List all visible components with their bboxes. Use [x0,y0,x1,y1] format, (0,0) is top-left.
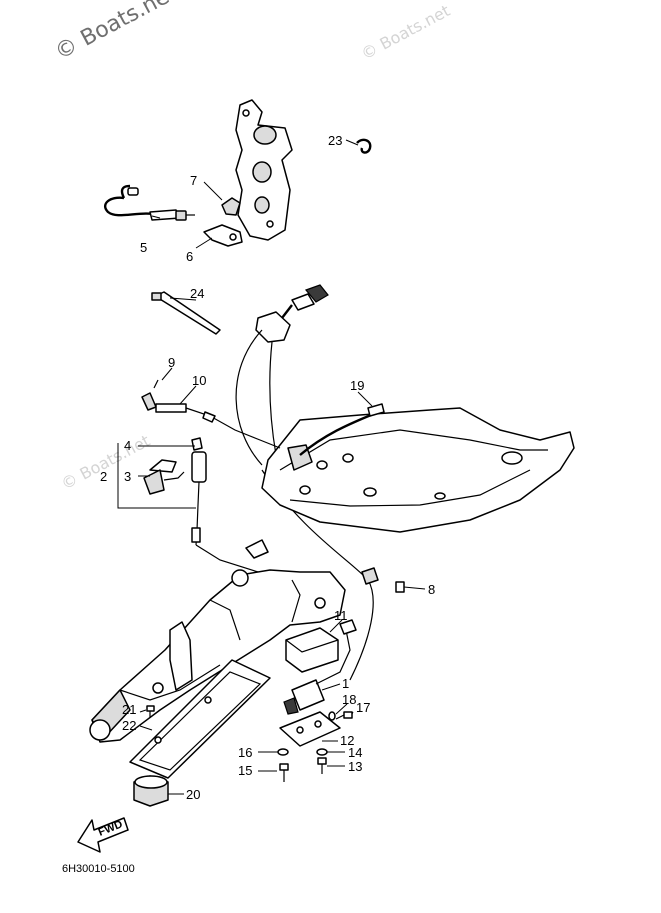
callout-19: 19 [350,378,364,393]
part-11-cover-drawing [285,627,339,673]
part-24-cable-tie-drawing [151,291,221,335]
callout-16: 16 [238,745,252,760]
callout-21: 21 [122,702,136,717]
harness-loop-drawing [235,329,263,466]
part-1-switch-drawing [283,619,357,715]
part-20-cap-drawing [133,775,169,807]
washer-18-drawing [328,711,336,721]
part-19-wire-drawing [299,403,385,456]
watermark-faint-top: © Boats.net [358,1,453,64]
group-bracket-line [117,443,196,509]
steering-bracket-drawing [89,569,346,743]
screw-21-drawing [146,705,155,718]
screw-13-drawing [317,757,327,774]
callout-12: 12 [340,733,354,748]
callout-2: 2 [100,469,107,484]
callout-4: 4 [124,438,131,453]
callout-15: 15 [238,763,252,778]
part-8-clamp-drawing [349,567,405,681]
part-23-clip-drawing [356,138,372,154]
harness-wire-drawing [269,341,277,456]
callout-6: 6 [186,249,193,264]
part-22-plate-drawing [129,659,271,779]
part-10-shaft-drawing [141,392,281,449]
parts-2-3-4-drawing [143,437,259,573]
harness-connector-drawing [255,284,329,343]
callout-8: 8 [428,582,435,597]
fwd-arrow: FWD [77,817,129,853]
leader-lines [139,139,426,795]
watermark-main: © Boats.net [51,0,182,65]
part-5-switch-drawing [103,184,195,221]
part-7-clip-drawing [221,197,241,216]
callout-5: 5 [140,240,147,255]
callout-10: 10 [192,373,206,388]
part-9-pin-drawing [153,379,159,389]
steering-connector-drawing [245,539,269,559]
screw-17-drawing [335,711,353,720]
watermark-faint-left: © Boats.net [58,431,153,494]
callout-11: 11 [334,608,348,623]
callout-20: 20 [186,787,200,802]
callout-23: 23 [328,133,342,148]
callout-7: 7 [190,173,197,188]
part-6-bracket-drawing [203,224,243,247]
callout-18: 18 [342,692,356,707]
callout-13: 13 [348,759,362,774]
callout-14: 14 [348,745,362,760]
callout-22: 22 [122,718,136,733]
bottom-cowling-drawing [261,407,575,533]
washer-14-drawing [316,748,328,756]
engine-bracket-drawing [235,99,293,241]
callout-3: 3 [124,469,131,484]
diagram-code: 6H30010-5100 [62,863,135,875]
part-12-bracket-drawing [279,711,341,747]
screw-15-drawing [279,763,289,782]
washer-16-drawing [277,748,289,756]
callout-9: 9 [168,355,175,370]
callout-1: 1 [342,676,349,691]
callout-24: 24 [190,286,204,301]
callout-17: 17 [356,700,370,715]
